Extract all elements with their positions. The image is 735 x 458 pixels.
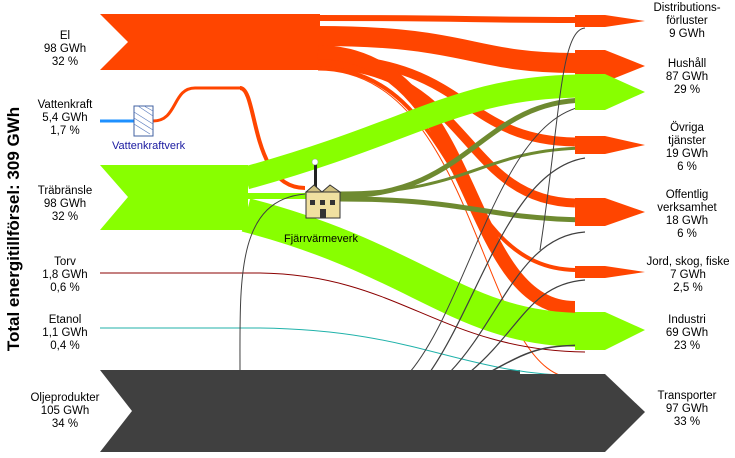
flow-fjv-overiga [339,146,586,195]
sink-hushall-bio [575,74,645,110]
flow-etanol [100,327,586,377]
vattenkraftverk-hatch [133,105,154,135]
sink-industri [575,312,645,350]
flow-bio-hushall [242,74,586,190]
flow-el-distrib [317,15,576,23]
source-block-el [100,14,320,70]
sink-jord [575,266,645,278]
flow-torv [100,272,586,353]
sink-distrib [575,15,645,27]
sink-overiga [575,136,645,154]
flow-fjv-offentlig [339,196,586,223]
sink-transport [520,374,645,452]
fjarrvarmeverk-icon [304,158,342,219]
vattenkraftverk-label: Vattenkraftverk [112,140,186,152]
flow-olja-jord [469,279,586,373]
flow-el-transport [317,69,576,379]
flow-vattenkraft-out [152,86,240,123]
source-block-olja [100,370,520,452]
fjarrvarmeverk-label: Fjärrvärmeverk [284,233,358,245]
flow-olja-fjarrvarme [239,193,306,373]
flow-olja-hushall [409,105,586,373]
flow-el-hushall [317,26,576,73]
sink-offentlig [575,198,645,226]
flow-olja-offentlig [449,231,586,373]
flow-olja-industri [489,344,586,373]
source-block-trabransle [100,165,248,230]
flow-distrib-misc [539,27,586,251]
flow-el-fjarrvarme [239,86,306,190]
flow-bio-industri [241,198,586,347]
vattenkraftverk-icon [133,105,154,137]
flow-olja-overiga [429,157,586,373]
flow-el-industri [317,45,576,315]
